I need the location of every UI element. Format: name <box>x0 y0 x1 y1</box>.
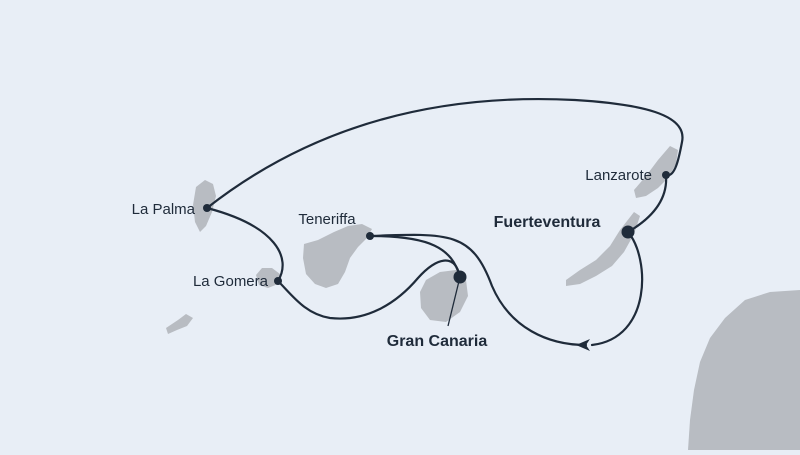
port-marker-fuerteventura <box>621 225 635 239</box>
port-marker-la-palma <box>203 204 211 212</box>
route-teneriffa-to-arrival <box>368 233 588 347</box>
port-marker-gran-canaria <box>453 270 467 284</box>
gran-canaria-leader-line <box>447 276 461 327</box>
port-label-fuerteventura: Fuerteventura <box>494 214 601 231</box>
port-markers <box>203 171 670 285</box>
port-label-la-palma: La Palma <box>132 201 196 218</box>
route-fuerteventura-to-arrival <box>590 230 644 347</box>
island-el-hierro <box>166 314 193 334</box>
port-label-gran-canaria: Gran Canaria <box>387 333 488 350</box>
cruise-route <box>205 97 684 347</box>
port-label-teneriffa: Teneriffa <box>298 211 356 228</box>
port-marker-la-gomera <box>274 277 282 285</box>
route-arrow-icon <box>576 339 590 351</box>
islands <box>166 146 800 450</box>
port-labels: La Palma La Gomera Teneriffa Gran Canari… <box>132 167 652 350</box>
island-teneriffa <box>303 224 372 288</box>
route-la-gomera-to-la-palma <box>205 206 284 283</box>
route-lanzarote-to-fuerteventura <box>626 173 668 234</box>
island-gran-canaria <box>420 270 468 322</box>
port-marker-teneriffa <box>366 232 374 240</box>
island-lanzarote <box>634 146 678 198</box>
port-label-lanzarote: Lanzarote <box>585 167 652 184</box>
route-gran-canaria-to-la-gomera <box>276 259 462 320</box>
mainland-africa <box>688 290 800 450</box>
port-label-la-gomera: La Gomera <box>193 273 269 290</box>
island-fuerteventura <box>566 212 640 286</box>
island-la-gomera <box>256 268 280 288</box>
port-marker-lanzarote <box>662 171 670 179</box>
route-la-palma-to-lanzarote <box>205 97 684 210</box>
